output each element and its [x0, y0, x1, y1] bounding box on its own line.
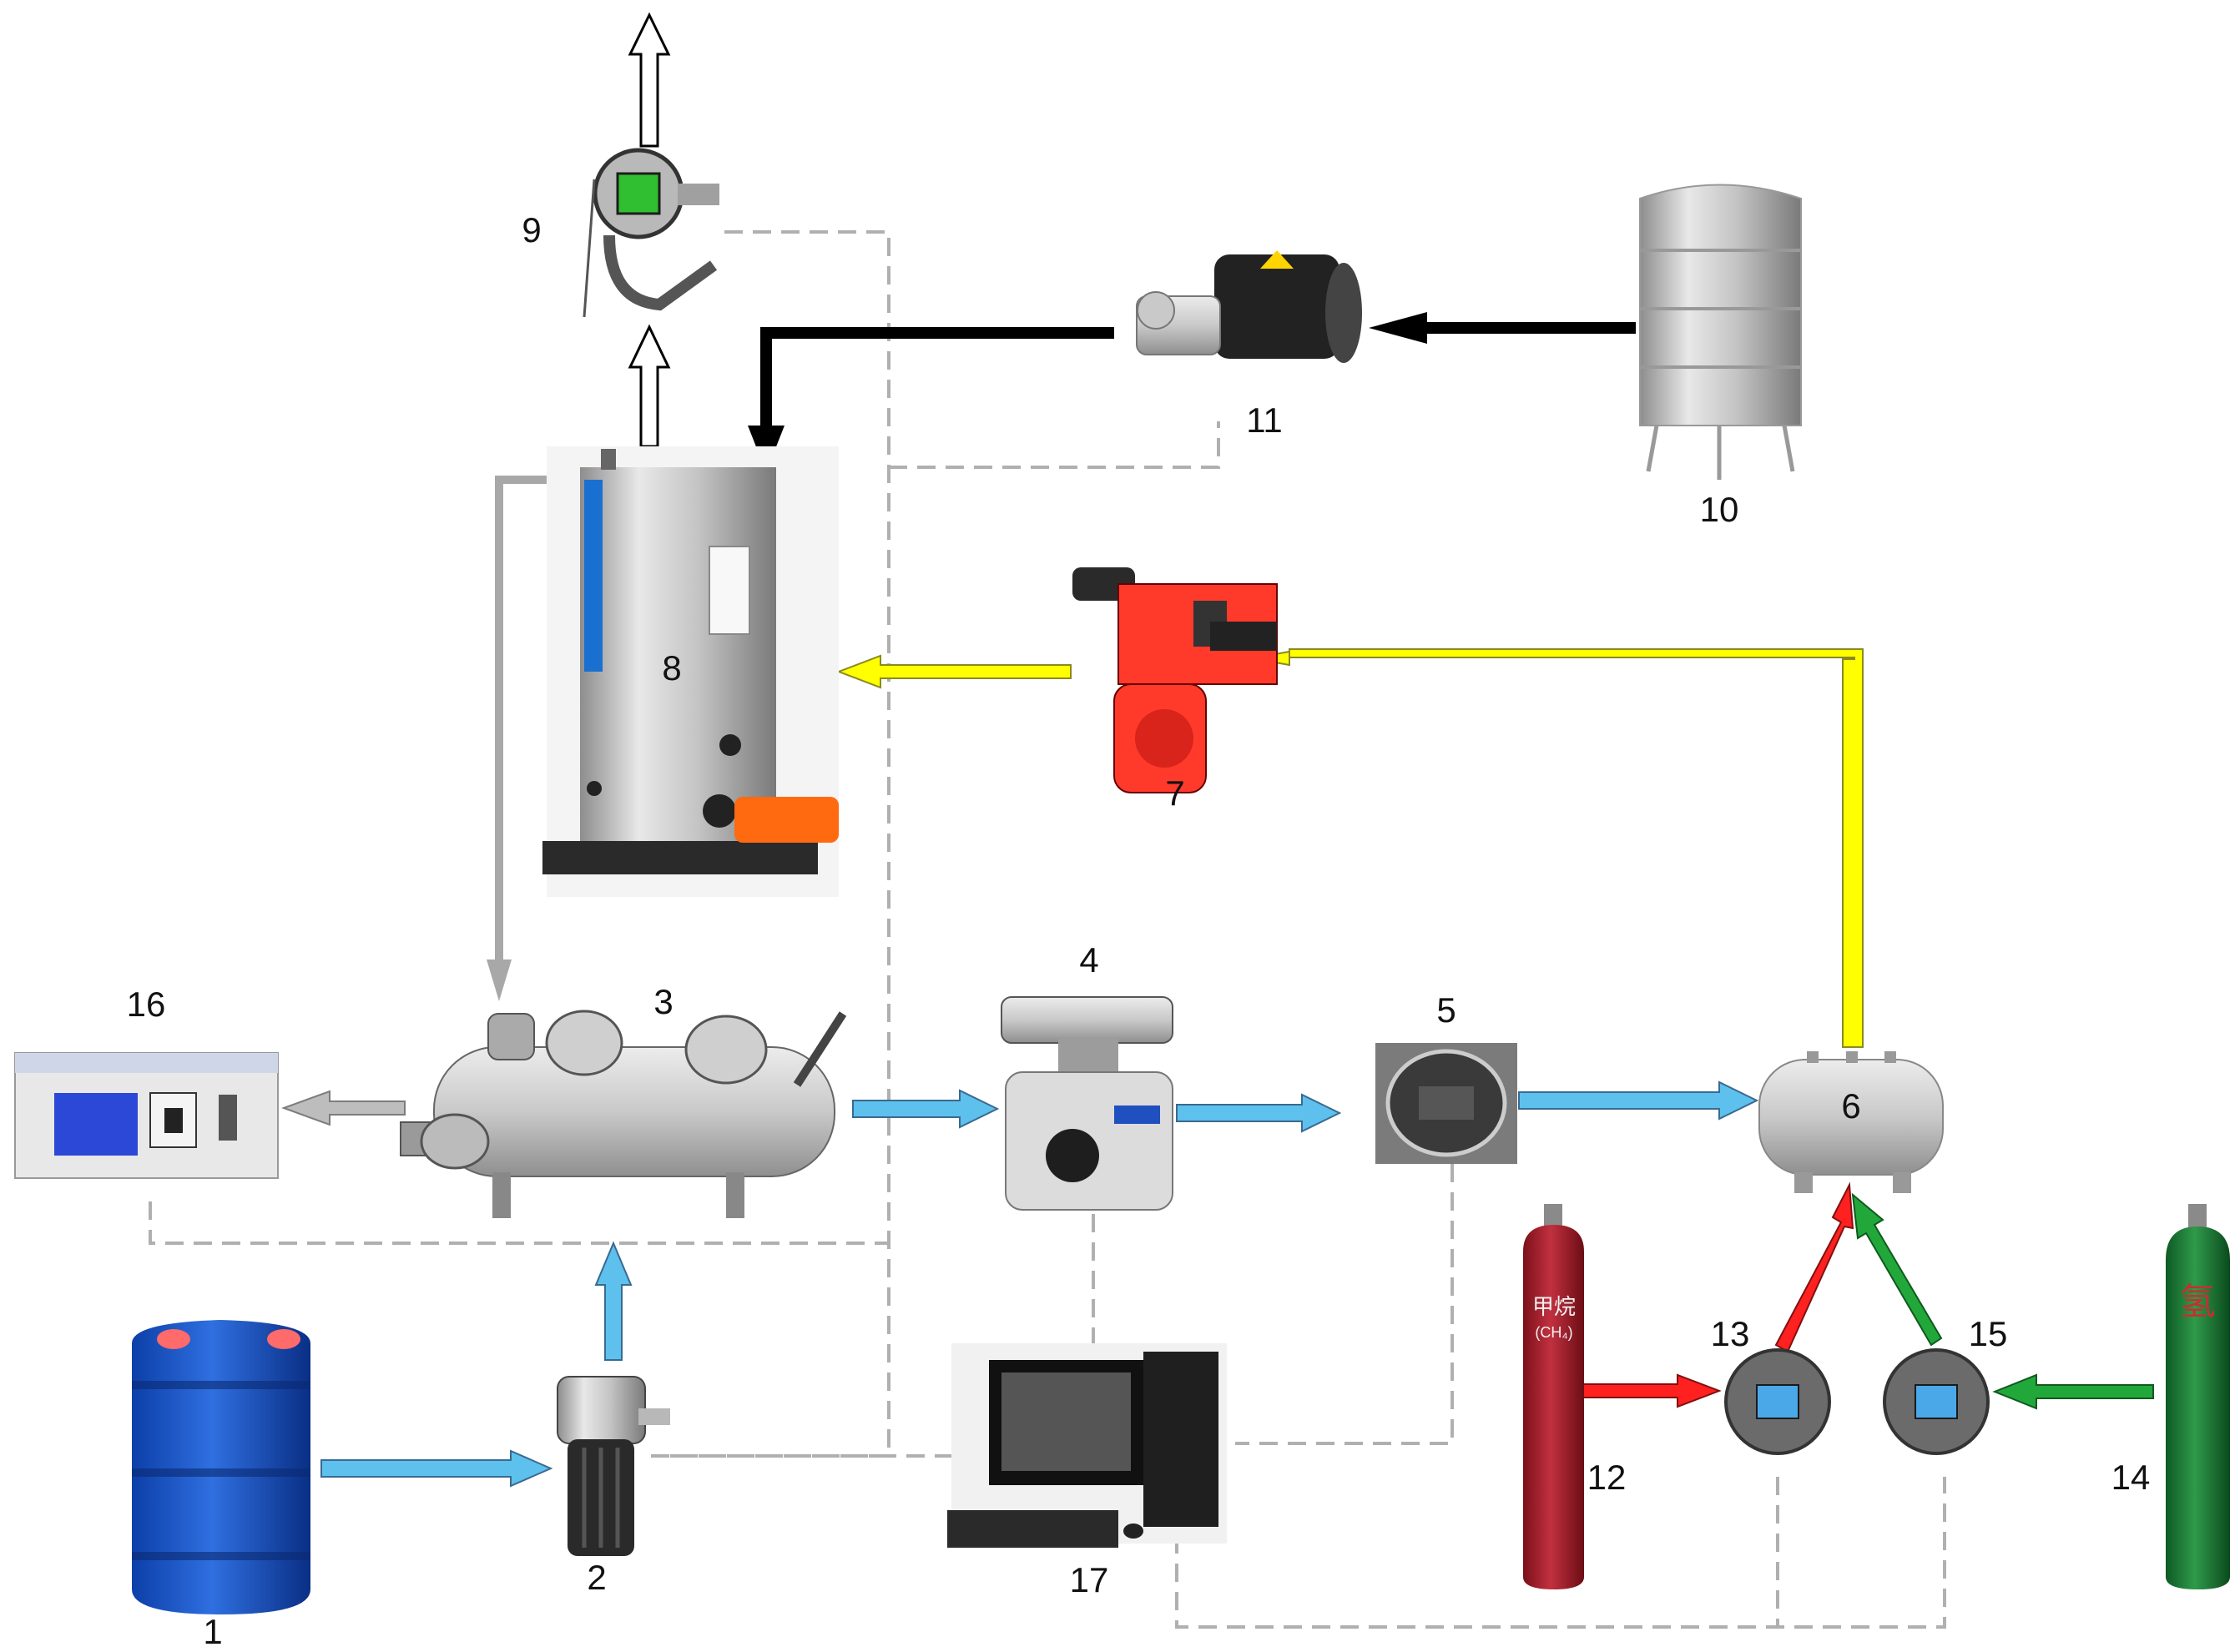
arrow-15-to-6 — [1851, 1192, 1943, 1347]
signal-lines — [149, 230, 1946, 1629]
arrow-14-to-15 — [1992, 1373, 2154, 1410]
arrow-13-to-6 — [1774, 1181, 1854, 1353]
mix-gas-arrows — [1577, 1181, 2154, 1410]
label-1: 1 — [203, 1612, 222, 1651]
liquid-flow-arrows — [320, 1080, 1759, 1488]
arrow-2-to-3 — [594, 1241, 633, 1361]
label-11: 11 — [1246, 400, 1283, 440]
label-3: 3 — [653, 982, 673, 1021]
methane-cylinder: 甲烷 (CH₄) — [1523, 1204, 1584, 1589]
analysis-flow — [281, 476, 557, 1126]
water-flow-arrows — [748, 312, 1636, 472]
electric-valve — [1001, 996, 1173, 1211]
label-15: 15 — [1969, 1314, 2008, 1353]
arrow-1-to-2 — [320, 1449, 553, 1488]
gray-line-8-to-3 — [495, 476, 557, 968]
flow-meter — [1375, 1043, 1517, 1164]
arrow-8-to-9 — [628, 324, 671, 448]
hydrogen-flow-controller — [1883, 1348, 1990, 1455]
label-4: 4 — [1079, 940, 1098, 980]
label-10: 10 — [1700, 490, 1739, 529]
label-16: 16 — [127, 985, 166, 1024]
gas-burner — [1072, 567, 1278, 793]
label-13: 13 — [1711, 1314, 1750, 1353]
label-9: 9 — [522, 210, 541, 249]
arrow-6-to-7 — [1251, 648, 1864, 1048]
signal-line-17 — [1175, 1477, 1946, 1629]
hydrogen-label: 氢 — [2179, 1282, 2216, 1322]
label-6: 6 — [1841, 1086, 1860, 1126]
gas-flow-arrows — [836, 648, 1864, 1048]
label-7: 7 — [1165, 773, 1184, 813]
methane-formula: (CH₄) — [1535, 1324, 1572, 1341]
gas-analyzer — [14, 1052, 279, 1179]
exhaust-sensor — [583, 148, 719, 318]
methane-label: 甲烷 — [1532, 1294, 1576, 1319]
gray-arrow-head-3 — [487, 959, 512, 1001]
signal-line-5 — [1235, 1164, 1454, 1445]
blue-drum — [132, 1320, 310, 1614]
equipment-labels: 1 2 3 4 5 6 7 8 9 10 11 12 13 14 15 16 1… — [127, 210, 2151, 1651]
feed-pump — [557, 1376, 670, 1556]
arrow-3-to-16 — [281, 1090, 406, 1126]
label-17: 17 — [1070, 1560, 1109, 1599]
arrow-3-to-4 — [852, 1089, 1000, 1129]
exhaust-arrows — [628, 12, 671, 448]
water-tank — [1639, 184, 1802, 480]
signal-line-16 — [149, 1201, 889, 1245]
buffer-tank — [1758, 1051, 1944, 1193]
signal-line-11 — [889, 421, 1220, 469]
control-computer — [947, 1343, 1227, 1548]
arrow-9-out — [628, 12, 671, 148]
label-8: 8 — [662, 648, 681, 687]
label-2: 2 — [587, 1558, 606, 1597]
label-12: 12 — [1587, 1458, 1627, 1497]
water-pump — [1136, 250, 1362, 363]
label-14: 14 — [2111, 1458, 2151, 1497]
methane-flow-controller — [1724, 1348, 1831, 1455]
arrow-12-to-13 — [1577, 1373, 1722, 1408]
steam-boiler — [542, 446, 839, 897]
arrow-4-to-5 — [1176, 1093, 1342, 1133]
arrow-10-to-11 — [1369, 312, 1636, 344]
arrow-5-to-6 — [1518, 1080, 1759, 1121]
arrow-7-to-8 — [836, 654, 1072, 689]
hydrogen-cylinder: 氢 — [2166, 1204, 2230, 1589]
heat-exchanger-reactor — [400, 1010, 847, 1218]
label-5: 5 — [1436, 990, 1455, 1030]
